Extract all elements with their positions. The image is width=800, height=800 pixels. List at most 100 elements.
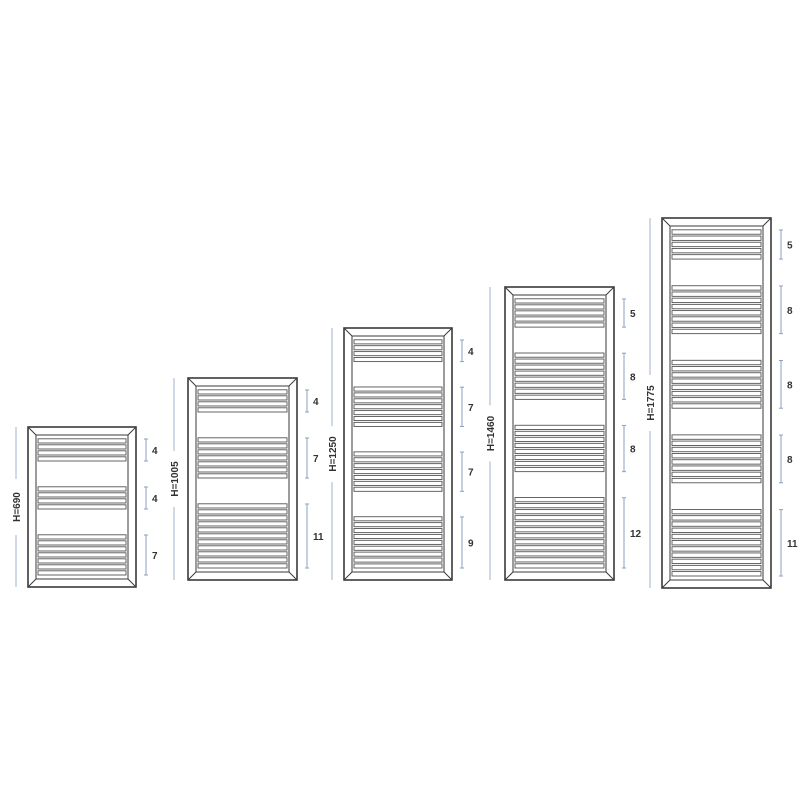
towel-bar [514,503,605,509]
towel-bar [514,515,605,521]
bar-count-label: 8 [787,380,793,391]
towel-bar [197,461,288,467]
towel-bar [671,359,762,366]
towel-bar [37,570,127,576]
towel-bar [197,521,288,527]
towel-bar [671,533,762,540]
towel-bar [353,545,443,551]
towel-bar [514,509,605,515]
towel-bar [37,564,127,570]
towel-bar [353,557,443,563]
towel-bar [514,551,605,557]
towel-bar [514,497,605,503]
bar-count-label: 8 [787,306,793,317]
towel-bar [197,515,288,521]
towel-bar [514,298,605,304]
bar-count-label: 7 [313,454,319,465]
towel-bar [353,386,443,392]
bar-count-label: 12 [630,529,642,540]
towel-bar [671,247,762,254]
towel-bar [37,486,127,492]
towel-bar [671,471,762,478]
bar-count-label: 8 [630,372,636,383]
frame-corner-miter [504,286,514,296]
towel-bar [37,504,127,510]
towel-bar [353,392,443,398]
towel-bar [671,310,762,316]
towel-bar [353,528,443,534]
towel-bar [197,533,288,539]
radiator-frame-outer [661,217,772,589]
towel-bar [514,388,605,394]
towel-bar [353,339,443,345]
towel-bar [671,558,762,565]
towel-bar [671,571,762,577]
frame-corner-miter [443,327,453,337]
towel-bar [514,454,605,461]
frame-corner-miter [27,426,37,436]
towel-bar [514,316,605,322]
towel-bar [671,297,762,304]
towel-bar [671,291,762,297]
towel-bar [514,442,605,449]
frame-corner-miter [661,217,671,227]
frame-corner-miter [661,579,671,589]
towel-bar [671,322,762,328]
radiator-frame-outer [187,377,298,581]
towel-bar [197,437,288,443]
towel-bar [671,546,762,552]
bar-count-label: 5 [630,309,636,320]
radiator-frame-outer [343,327,453,581]
towel-bar [514,521,605,527]
frame-corner-miter [288,377,298,387]
height-label: H=690 [12,492,23,522]
frame-corner-miter [127,578,137,588]
towel-bar [37,492,127,498]
towel-bar [671,241,762,248]
towel-bar [37,498,127,504]
bar-count-label: 4 [152,494,158,505]
height-label: H=1005 [170,461,181,497]
towel-bar [197,395,288,401]
bar-count-label: 7 [468,403,474,414]
towel-bar [197,443,288,449]
towel-bar [671,477,762,484]
towel-bar [353,416,443,422]
towel-bar [197,527,288,533]
towel-bar [353,463,443,469]
towel-bar [37,450,127,456]
towel-bar [514,394,605,400]
towel-bar [514,539,605,545]
frame-corner-miter [343,571,353,581]
towel-bar [671,465,762,471]
towel-bar [37,438,127,444]
radiator-frame-outer [27,426,137,588]
towel-bar [353,421,443,427]
towel-bar [514,310,605,316]
towel-bar [197,473,288,479]
bar-count-label: 9 [468,538,474,549]
towel-bar [671,384,762,391]
towel-bar [197,545,288,551]
towel-bar [197,401,288,407]
towel-bar [671,366,762,372]
towel-bar [514,364,605,370]
frame-corner-miter [504,571,514,581]
towel-bar [37,558,127,564]
towel-bar [671,328,762,335]
towel-bar [671,521,762,527]
towel-bar [197,407,288,413]
towel-bar [197,551,288,557]
towel-bar [197,455,288,461]
frame-corner-miter [343,327,353,337]
frame-corner-miter [27,578,37,588]
towel-bar [353,516,443,522]
height-label: H=1250 [328,436,339,472]
towel-bar [514,527,605,533]
frame-corner-miter [443,571,453,581]
towel-bar [353,474,443,480]
bar-count-label: 4 [313,397,319,408]
